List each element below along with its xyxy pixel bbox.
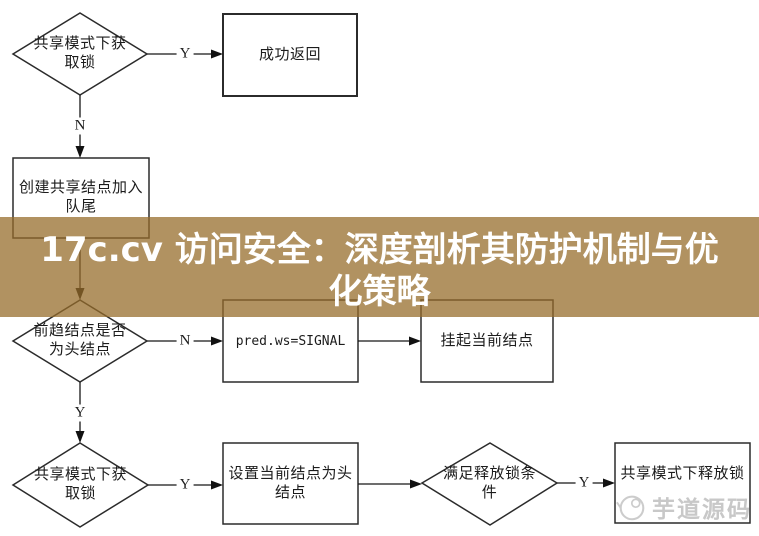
node-suspend-current: 挂起当前结点 xyxy=(440,332,534,349)
yudao-fish-logo-icon xyxy=(616,495,645,521)
watermark: 芋道源码 xyxy=(616,490,752,524)
edge-label-yes-acquire-bottom: Y xyxy=(176,476,194,494)
edge-label-yes-top: Y xyxy=(176,45,194,63)
node-acquire-lock-bottom: 共享模式下获取锁 xyxy=(33,467,127,502)
title-banner: 17c.cv 访问安全：深度剖析其防护机制与优 化策略 xyxy=(0,217,759,317)
node-create-shared-node: 创建共享结点加入队尾 xyxy=(18,180,143,215)
edge-label-no-pred-head: N xyxy=(176,332,194,350)
edge-label-yes-pred-head: Y xyxy=(71,404,89,422)
node-pred-is-head: 前趋结点是否为头结点 xyxy=(33,323,127,358)
banner-title-line2: 化策略 xyxy=(328,272,431,312)
node-success-return: 成功返回 xyxy=(258,46,321,63)
decision-shape-release-condition xyxy=(420,442,559,526)
decision-shape-acquire-lock-bottom xyxy=(11,442,150,528)
node-release-lock: 共享模式下释放锁 xyxy=(620,465,745,482)
process-shape-release-lock xyxy=(614,442,751,524)
node-acquire-lock-top: 共享模式下获取锁 xyxy=(33,36,127,71)
edge-label-yes-release: Y xyxy=(575,474,593,492)
process-shape-set-head-node xyxy=(222,442,359,525)
edge-label-no-top: N xyxy=(71,117,89,135)
process-shape-success-return xyxy=(222,13,358,97)
banner-title-line1: 17c.cv 访问安全：深度剖析其防护机制与优 xyxy=(40,230,719,270)
node-pred-ws-signal: pred.ws=SIGNAL xyxy=(235,333,346,349)
node-set-head-node: 设置当前结点为头结点 xyxy=(228,465,353,501)
watermark-text: 芋道源码 xyxy=(652,497,752,523)
node-release-condition: 满足释放锁条件 xyxy=(442,466,536,501)
